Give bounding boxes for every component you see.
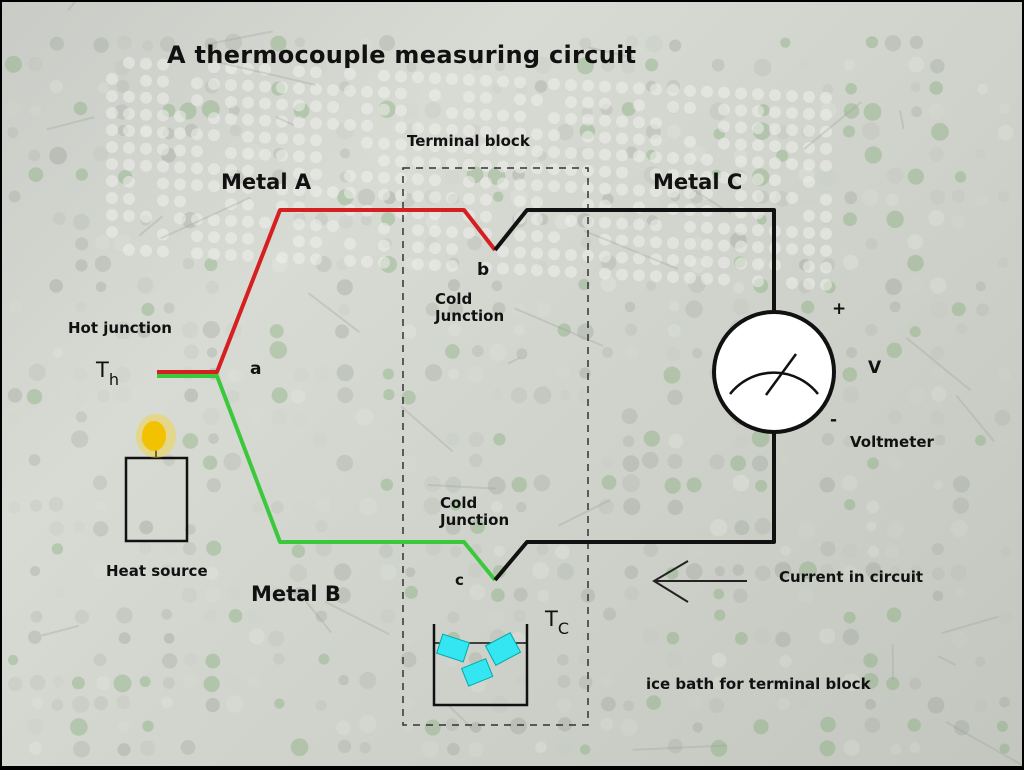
current-label: Current in circuit <box>779 569 923 586</box>
flame-icon <box>136 414 176 458</box>
terminal-block-label: Terminal block <box>407 133 530 150</box>
hot-temperature-label: Th <box>96 358 119 382</box>
voltmeter-icon <box>714 312 834 432</box>
cold-temperature-label: TC <box>545 607 569 631</box>
point-c-label: c <box>455 572 464 589</box>
ice-cubes-icon <box>437 633 521 686</box>
hot-junction-label: Hot junction <box>68 320 172 337</box>
voltage-symbol-label: V <box>868 359 881 379</box>
voltmeter-label: Voltmeter <box>850 434 934 451</box>
metal-a-label: Metal A <box>221 170 311 194</box>
voltmeter-positive-label: + <box>832 300 846 320</box>
point-a-label: a <box>250 360 261 380</box>
point-b-label: b <box>477 261 489 281</box>
metal-b-label: Metal B <box>251 582 341 606</box>
diagram-title: A thermocouple measuring circuit <box>167 42 636 70</box>
ice-bath-label: ice bath for terminal block <box>646 676 871 693</box>
current-arrow-icon <box>654 561 747 602</box>
metal-b-wire <box>157 376 495 580</box>
metal-c-wire-bottom <box>495 412 774 580</box>
metal-c-label: Metal C <box>653 170 742 194</box>
cold-junction-top-label: Cold Junction <box>435 291 504 326</box>
heat-source-label: Heat source <box>106 563 208 580</box>
voltmeter-negative-label: - <box>830 411 837 431</box>
cold-junction-bottom-label: Cold Junction <box>440 495 509 530</box>
metal-c-wire-top <box>495 210 774 332</box>
